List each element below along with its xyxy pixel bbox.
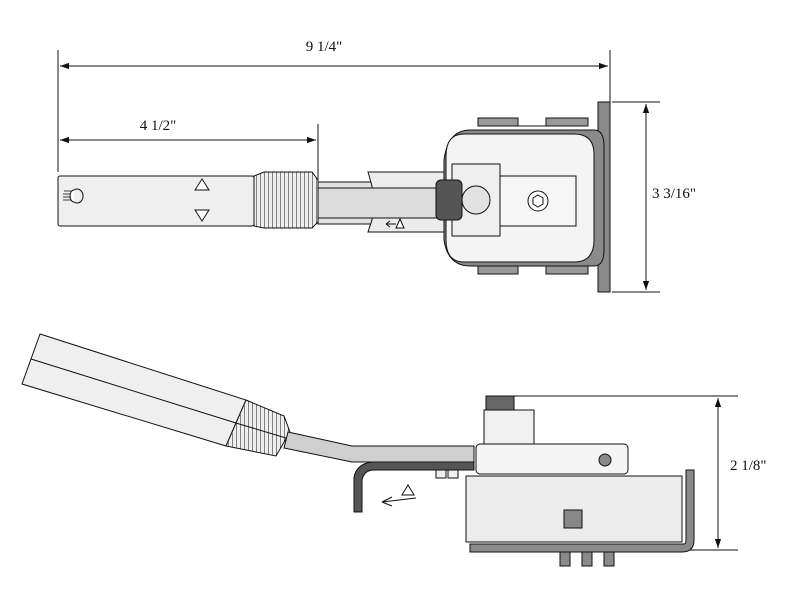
terminals (559, 551, 615, 567)
l-bracket-side (469, 469, 695, 553)
mount-height-label: 3 3/16" (652, 186, 696, 202)
switch-housing-side (465, 475, 683, 543)
switch-housing-top (435, 117, 605, 275)
lever-shaft-side (283, 431, 475, 463)
side-height-dimension: 2 1/8" (514, 395, 767, 551)
side-height-label: 2 1/8" (730, 458, 767, 474)
lever-handle (57, 171, 319, 229)
triangle-down-icon (194, 209, 210, 222)
hex-screw-icon (527, 190, 549, 212)
bracket-side (353, 461, 475, 513)
lever-length-label: 4 1/2" (140, 118, 177, 134)
lever-grip-side (225, 399, 291, 457)
top-knob-side (485, 395, 515, 411)
mount-height-dimension: 3 3/16" (612, 101, 720, 293)
overall-length-dimension: 9 1/4" (57, 36, 611, 172)
headlight-icon (63, 188, 84, 204)
lever-grip (253, 171, 319, 229)
overall-length-label: 9 1/4" (306, 39, 343, 55)
top-view: 9 1/4" 4 1/2" 3 3/16" (57, 36, 720, 293)
shaft-knob (435, 179, 463, 221)
arrow-triangle-icon (385, 217, 405, 229)
lever-length-dimension: 4 1/2" (60, 118, 319, 180)
arrow-triangle-icon (381, 484, 417, 507)
triangle-up-icon (194, 178, 210, 191)
side-view: 2 1/8" (21, 333, 767, 567)
lever-handle-side (21, 333, 291, 457)
lever-arm-side (475, 443, 629, 475)
